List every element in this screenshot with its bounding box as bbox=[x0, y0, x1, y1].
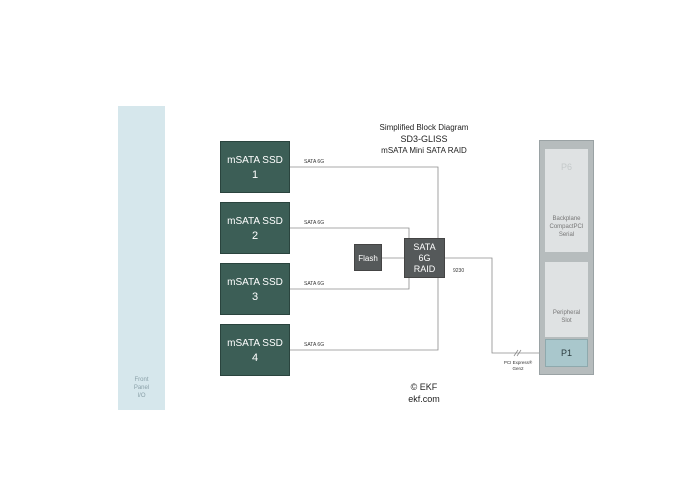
link-ssd2 bbox=[290, 227, 410, 238]
ssd-1: mSATA SSD 1 bbox=[220, 141, 290, 193]
ssd-2: mSATA SSD 2 bbox=[220, 202, 290, 254]
raid-line-3: RAID bbox=[413, 264, 436, 274]
diagram-title: Simplified Block Diagram SD3-GLISS mSATA… bbox=[360, 122, 488, 156]
raid-line-2: 6G bbox=[418, 253, 431, 263]
title-line-2: SD3-GLISS bbox=[400, 134, 448, 144]
raid-controller: SATA 6G RAID bbox=[404, 238, 445, 278]
p6-label: P6 bbox=[560, 162, 572, 172]
raid-line-1: SATA bbox=[413, 242, 436, 252]
p6-description: Backplane CompactPCI Serial bbox=[549, 216, 584, 238]
ssd-2-type: mSATA SSD bbox=[227, 216, 283, 227]
peripheral-description: Peripheral Slot bbox=[552, 310, 581, 324]
ssd-2-link-label: SATA 6G bbox=[304, 220, 325, 226]
slot-peripheral: Peripheral Slot bbox=[545, 262, 588, 337]
ssd-4-link-label: SATA 6G bbox=[304, 342, 325, 348]
link-ssd3 bbox=[290, 278, 410, 290]
title-line-1: Simplified Block Diagram bbox=[379, 123, 469, 132]
ssd-4: mSATA SSD 4 bbox=[220, 324, 290, 376]
title-line-3: mSATA Mini SATA RAID bbox=[381, 146, 467, 155]
ssd-1-link-label: SATA 6G bbox=[304, 159, 325, 165]
link-ssd4 bbox=[290, 278, 439, 351]
slot-p1: P1 bbox=[545, 339, 588, 367]
ssd-3-number: 3 bbox=[251, 291, 259, 303]
ssd-3: mSATA SSD 3 bbox=[220, 263, 290, 315]
front-panel-label: Front Panel I/O bbox=[133, 377, 150, 399]
ssd-1-type: mSATA SSD bbox=[227, 155, 283, 166]
copyright-text: © EKF bbox=[410, 382, 438, 392]
flash-chip: Flash bbox=[354, 244, 382, 271]
slot-p6: P6 Backplane CompactPCI Serial bbox=[545, 149, 588, 252]
raid-chip-label: 9230 bbox=[453, 268, 465, 274]
link-raid-p1 bbox=[445, 257, 545, 354]
ssd-4-type: mSATA SSD bbox=[227, 338, 283, 349]
bus-slash-2 bbox=[516, 349, 522, 357]
pcie-link-label: PCI Express® Gen2 bbox=[503, 360, 533, 371]
link-ssd1 bbox=[290, 166, 439, 238]
ssd-3-link-label: SATA 6G bbox=[304, 281, 325, 287]
ssd-4-number: 4 bbox=[251, 352, 259, 364]
ssd-1-number: 1 bbox=[251, 169, 259, 181]
p1-label: P1 bbox=[560, 348, 572, 358]
website-text: ekf.com bbox=[408, 394, 440, 404]
ssd-2-number: 2 bbox=[251, 230, 259, 242]
front-panel bbox=[118, 106, 165, 410]
bus-slash-1 bbox=[513, 349, 519, 357]
ssd-3-type: mSATA SSD bbox=[227, 277, 283, 288]
footer: © EKF ekf.com bbox=[392, 381, 456, 405]
